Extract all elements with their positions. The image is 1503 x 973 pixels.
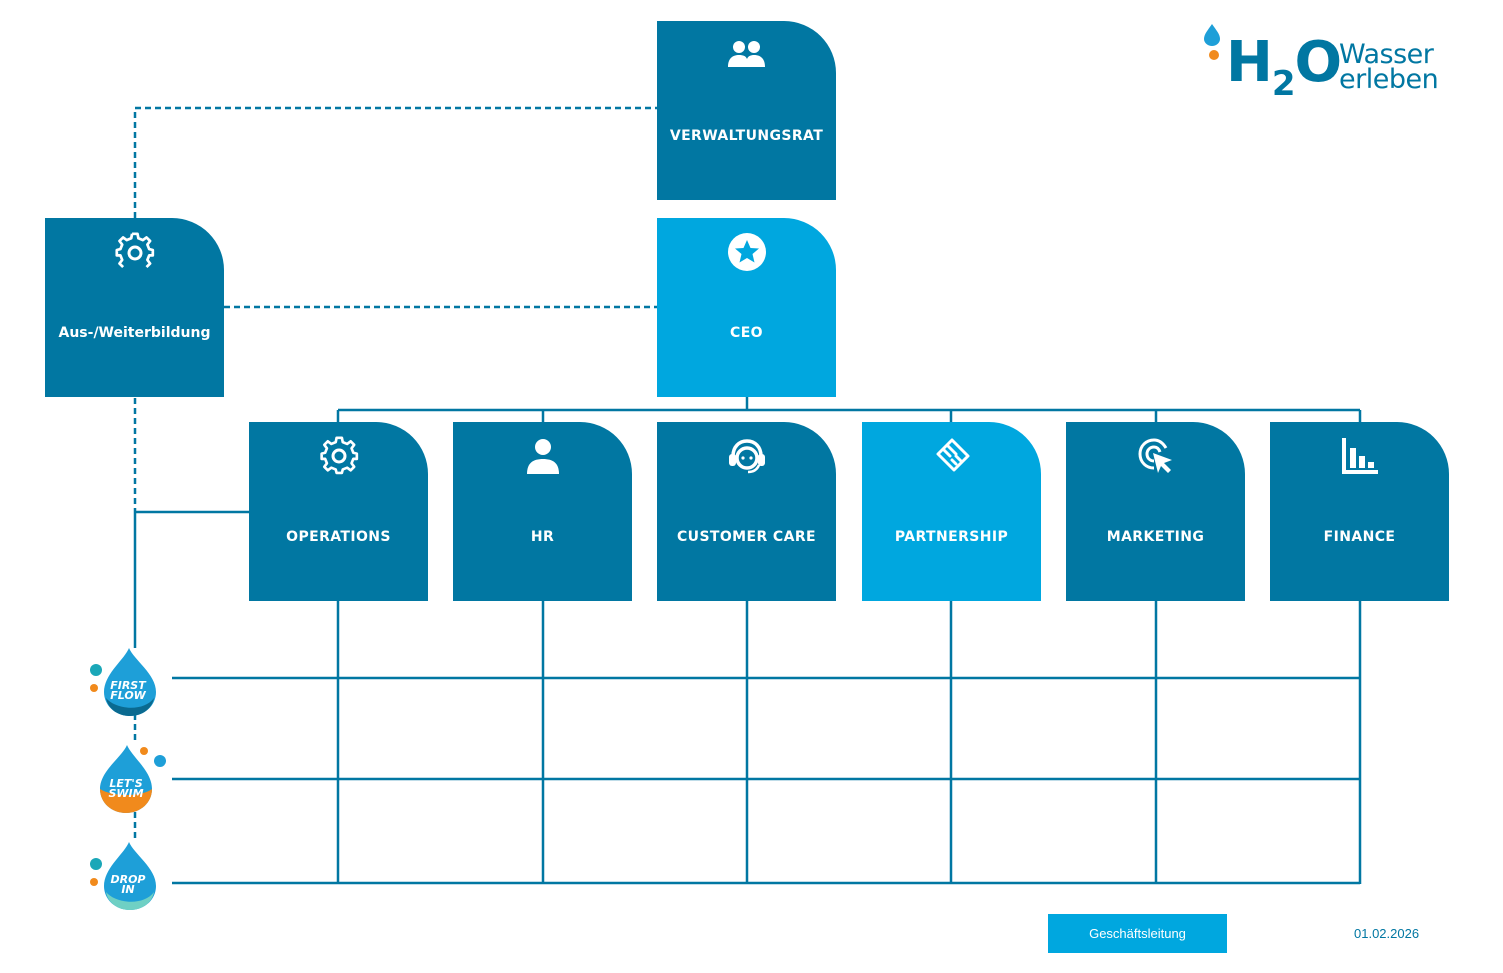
node-ceo-label: CEO [730,325,763,341]
node-partnership[interactable]: PARTNERSHIP [862,422,1041,601]
node-customer-care-label: CUSTOMER CARE [677,529,816,545]
node-hr[interactable]: HR [453,422,632,601]
node-finance-label: FINANCE [1323,529,1396,545]
program-lets-swim-line2: SWIM [108,787,144,800]
handshake-icon [936,438,969,472]
node-operations[interactable]: OPERATIONS [249,422,428,601]
footer-badge: Geschäftsleitung [1048,914,1227,953]
program-lets-swim-line1: LET'S [109,777,143,790]
node-board[interactable]: VERWALTUNGSRAT [657,21,836,200]
group-icon [727,41,765,67]
gear-icon [319,436,358,475]
program-first-flow-line1: FIRST [110,679,146,692]
node-operations-label: OPERATIONS [286,529,391,545]
program-first-flow-line2: FLOW [110,689,146,702]
node-training-label: Aus-/Weiterbildung [58,325,211,341]
program-drop-in-line2: IN [121,883,135,896]
bar-chart-icon [1341,438,1378,474]
cursor-click-icon [1137,438,1172,473]
node-ceo[interactable]: CEO [657,218,836,397]
node-hr-label: HR [530,529,555,545]
gear-icon [114,232,154,269]
node-finance[interactable]: FINANCE [1270,422,1449,601]
node-marketing[interactable]: MARKETING [1066,422,1245,601]
star-icon [727,233,766,271]
person-icon [526,439,559,474]
program-drop-in-line1: DROP [110,873,146,886]
logo-drops-icon [1204,24,1220,60]
node-training[interactable]: Aus-/Weiterbildung [45,218,224,397]
headset-icon [728,439,765,474]
node-board-label: VERWALTUNGSRAT [669,128,824,144]
brand-tagline-1: Wasser [1339,39,1434,70]
node-partnership-label: PARTNERSHIP [894,529,1009,545]
grid-verticals [336,600,1362,884]
brand-logo: H2O Wasser erleben [1198,22,1439,108]
dashed-line-board [133,106,657,218]
node-marketing-label: MARKETING [1106,529,1205,545]
water-drop-icon [90,842,156,910]
footer-date: 01.02.2026 [1354,926,1420,941]
node-customer-care[interactable]: CUSTOMER CARE [657,422,836,601]
brand-tagline-2: erleben [1339,64,1439,95]
water-drop-icon [90,648,156,716]
water-drop-icon [100,745,166,813]
brand-name: H2O [1226,30,1342,104]
